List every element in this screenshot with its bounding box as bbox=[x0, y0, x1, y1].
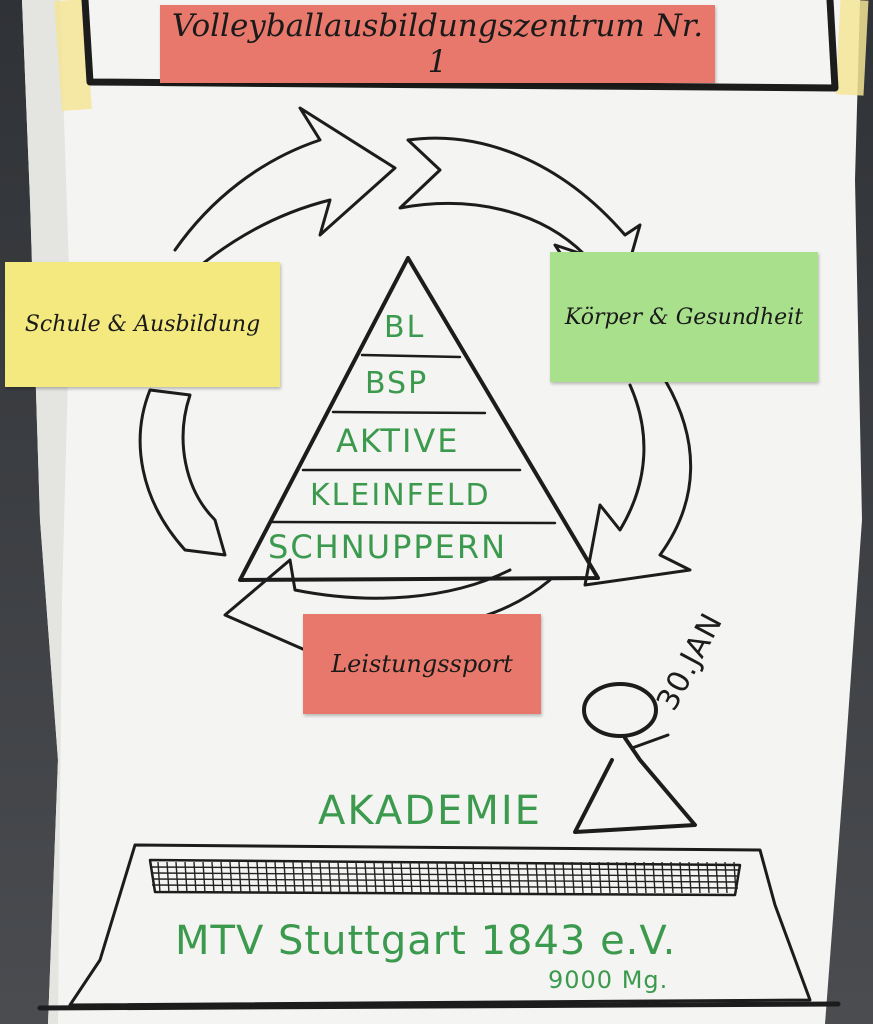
pyramid-level-1: BL bbox=[384, 310, 426, 345]
performance-note-text: Leistungssport bbox=[331, 650, 513, 678]
club-name: MTV Stuttgart 1843 e.V. bbox=[175, 918, 677, 964]
members-note: 9000 Mg. bbox=[548, 966, 669, 994]
performance-note: Leistungssport bbox=[303, 614, 541, 714]
health-note-text: Körper & Gesundheit bbox=[564, 304, 804, 330]
pyramid-level-5: SCHNUPPERN bbox=[268, 528, 508, 566]
title-note-text: Volleyballausbildungszentrum Nr. 1 bbox=[171, 8, 704, 80]
academy-label: AKADEMIE bbox=[318, 788, 542, 834]
school-note-text: Schule & Ausbildung bbox=[24, 312, 261, 337]
school-note: Schule & Ausbildung bbox=[5, 262, 280, 387]
pyramid-level-4: KLEINFELD bbox=[310, 478, 491, 513]
health-note: Körper & Gesundheit bbox=[550, 252, 818, 382]
pyramid-level-2: BSP bbox=[365, 366, 429, 401]
title-note: Volleyballausbildungszentrum Nr. 1 bbox=[160, 5, 715, 83]
pyramid-level-3: AKTIVE bbox=[336, 422, 460, 460]
